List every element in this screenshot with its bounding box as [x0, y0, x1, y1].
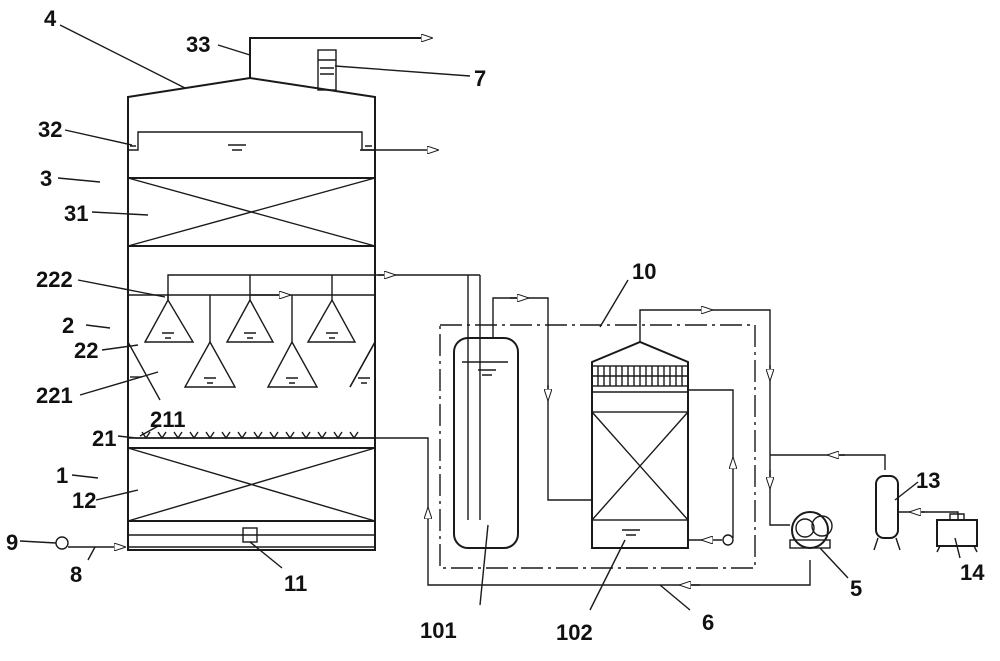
label-7: 7 — [474, 66, 486, 91]
label-221: 221 — [36, 383, 73, 408]
reference-numerals: 4 33 7 32 3 31 222 2 22 221 211 21 1 12 … — [6, 6, 985, 645]
settling-cones — [127, 298, 376, 401]
label-6: 6 — [702, 610, 714, 635]
label-5: 5 — [850, 576, 862, 601]
reactor-column — [591, 310, 770, 549]
boundary-10 — [439, 324, 756, 569]
label-1: 1 — [56, 463, 68, 488]
label-33: 33 — [186, 32, 210, 57]
blower — [770, 455, 886, 549]
nozzle-row — [136, 431, 811, 585]
inlet-line — [19, 527, 375, 549]
label-31: 31 — [64, 201, 88, 226]
label-11: 11 — [284, 571, 307, 596]
label-14: 14 — [960, 560, 985, 585]
label-101: 101 — [420, 618, 457, 643]
fan-unit — [314, 37, 340, 91]
label-3: 3 — [40, 166, 52, 191]
separator-vessel — [453, 275, 592, 549]
label-8: 8 — [70, 562, 82, 587]
gas-tank — [873, 475, 959, 551]
leader-lines — [57, 24, 961, 611]
label-4: 4 — [44, 6, 57, 31]
main-tower — [127, 38, 438, 551]
label-21: 21 — [92, 426, 116, 451]
label-222: 222 — [36, 267, 73, 292]
label-102: 102 — [556, 620, 593, 645]
label-32: 32 — [38, 117, 62, 142]
label-10: 10 — [632, 259, 656, 284]
label-22: 22 — [74, 338, 98, 363]
label-13: 13 — [916, 468, 940, 493]
spray-header — [167, 275, 480, 342]
label-12: 12 — [72, 488, 96, 513]
label-9: 9 — [6, 530, 18, 555]
label-2: 2 — [62, 313, 74, 338]
label-211: 211 — [150, 407, 186, 432]
